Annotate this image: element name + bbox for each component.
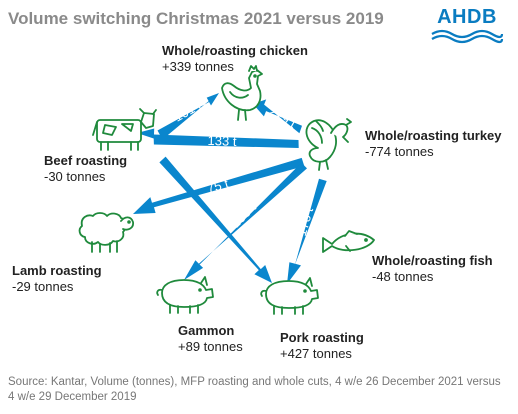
- chart-title: Volume switching Christmas 2021 versus 2…: [8, 9, 384, 28]
- flow-arrow-turkey-lamb: [133, 157, 305, 214]
- node-beef-value: -30 tonnes: [44, 169, 106, 184]
- node-pork: Pork roasting +427 tonnes: [280, 330, 364, 362]
- gammon-pig-icon: [156, 276, 214, 314]
- node-lamb: Lamb roasting -29 tonnes: [12, 263, 102, 295]
- node-fish-name: Whole/roasting fish: [372, 253, 493, 268]
- source-note: Source: Kantar, Volume (tonnes), MFP roa…: [8, 376, 501, 403]
- flow-label-beef-chicken: 101 t: [171, 97, 204, 124]
- node-fish-value: -48 tonnes: [372, 269, 434, 284]
- node-gammon-name: Gammon: [178, 323, 235, 338]
- node-lamb-name: Lamb roasting: [12, 263, 102, 278]
- flow-label-turkey-beef: 133 t: [207, 133, 237, 149]
- cow-icon: [92, 108, 157, 151]
- node-beef: Beef roasting -30 tonnes: [44, 153, 127, 185]
- fish-icon: [322, 230, 375, 253]
- node-gammon-value: +89 tonnes: [178, 339, 243, 354]
- node-turkey-name: Whole/roasting turkey: [365, 128, 502, 143]
- flow-arrow-turkey-pork: [287, 178, 327, 284]
- node-turkey-value: -774 tonnes: [365, 144, 434, 159]
- node-gammon: Gammon +89 tonnes: [178, 323, 243, 355]
- flow-label-turkey-lamb: 75 t: [205, 176, 230, 197]
- flow-arrow-turkey-chicken: [253, 99, 302, 134]
- node-chicken-name: Whole/roasting chicken: [162, 43, 308, 58]
- logo-text: AHDB: [437, 6, 497, 28]
- node-chicken: Whole/roasting chicken +339 tonnes: [162, 43, 308, 75]
- ahdb-logo: AHDB: [428, 6, 506, 46]
- flow-arrow-turkey-beef: [137, 128, 299, 148]
- flow-label-turkey-gammon: 158 t: [228, 199, 259, 230]
- flow-arrow-beef-pork: [159, 156, 272, 283]
- logo-wave-icon: [431, 29, 504, 44]
- node-beef-name: Beef roasting: [44, 153, 128, 168]
- node-pork-name: Pork roasting: [280, 330, 364, 345]
- turkey-icon: [305, 118, 352, 171]
- flow-arrow-turkey-gammon: [184, 162, 307, 280]
- node-pork-value: +427 tonnes: [280, 346, 352, 361]
- node-lamb-value: -29 tonnes: [12, 279, 74, 294]
- node-fish: Whole/roasting fish -48 tonnes: [372, 253, 493, 285]
- chicken-icon: [221, 65, 263, 121]
- sheep-icon: [78, 212, 134, 253]
- flow-arrow-beef-chicken: [157, 93, 219, 140]
- pork-pig-icon: [260, 277, 319, 315]
- flow-label-turkey-pork: 176 t: [294, 205, 316, 237]
- node-turkey: Whole/roasting turkey -774 tonnes: [365, 128, 502, 160]
- node-chicken-value: +339 tonnes: [162, 59, 234, 74]
